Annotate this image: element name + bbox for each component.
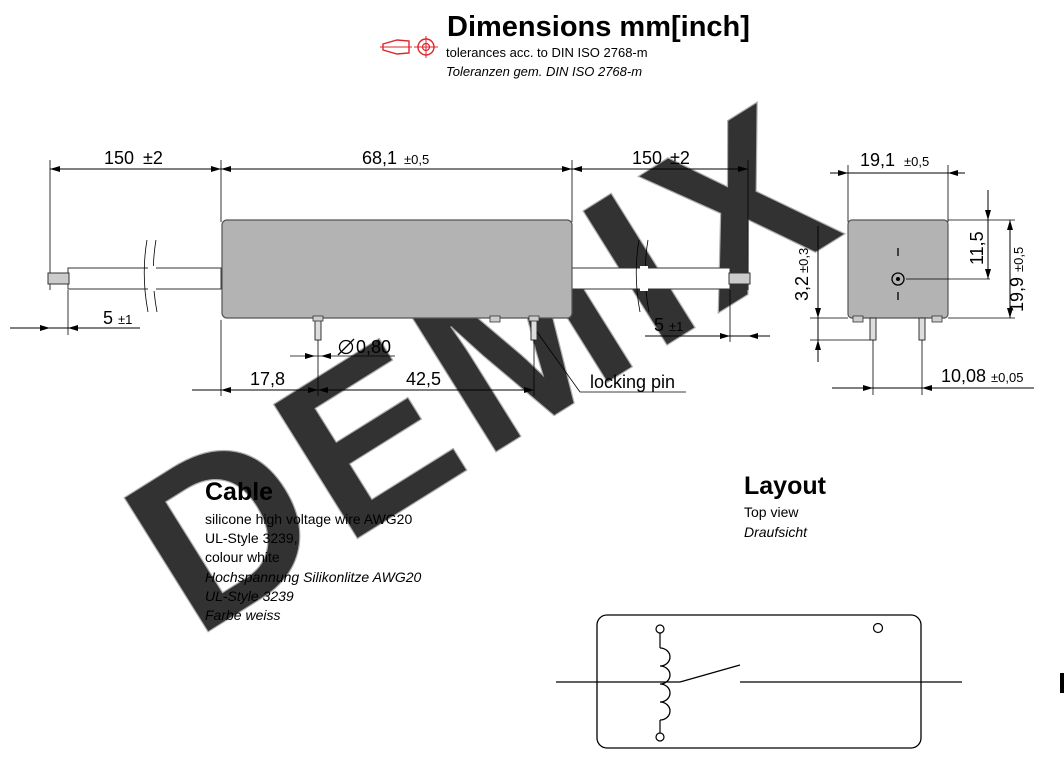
lead-right-value: 150 <box>632 148 662 168</box>
layout-sub-en: Top view <box>744 504 799 520</box>
watermark: DEMIX <box>84 51 882 683</box>
cable-line-de: Farbe weiss <box>205 607 280 623</box>
tolerance-note-en: tolerances acc. to DIN ISO 2768-m <box>446 45 648 60</box>
strip-right-value: 5 <box>654 315 664 335</box>
cable-section: Cable silicone high voltage wire AWG20 U… <box>205 478 422 623</box>
cable-line-de: UL-Style 3239 <box>205 588 294 604</box>
strip-right-tol: ±1 <box>669 319 683 334</box>
lead-right-tol: ±2 <box>670 148 690 168</box>
locking-pin-label: locking pin <box>590 372 675 392</box>
cable-line-en: silicone high voltage wire AWG20 <box>205 511 412 527</box>
right-wire-insulation <box>571 267 731 290</box>
side-height-tol: ±0,5 <box>1011 247 1026 272</box>
side-width-value: 19,1 <box>860 150 895 170</box>
left-wire-tip <box>47 272 70 285</box>
pin-offset-value: 17,8 <box>250 369 285 389</box>
right-wire-tip <box>728 272 751 285</box>
relay-side-body <box>847 219 949 319</box>
pin1-marker-icon <box>872 622 884 634</box>
front-view: 150 ±2 68,1 ±0,5 150 ±2 5 ±1 <box>10 148 770 396</box>
pin-pitch-tol: ±0,05 <box>991 370 1023 385</box>
cable-line-en: UL-Style 3239, <box>205 530 298 546</box>
diameter-icon <box>337 338 355 356</box>
edge-fragment <box>1060 673 1064 693</box>
side-view: 19,1 ±0,5 11,5 19,9 ±0,5 3,2 ±0,3 <box>792 150 1034 395</box>
lead-left-value: 150 <box>104 148 134 168</box>
strip-left-value: 5 <box>103 308 113 328</box>
pin-spacing-value: 42,5 <box>406 369 441 389</box>
body-length-tol: ±0,5 <box>404 152 429 167</box>
side-width-tol: ±0,5 <box>904 154 929 169</box>
lead-left-tol: ±2 <box>143 148 163 168</box>
body-length-value: 68,1 <box>362 148 397 168</box>
relay-body <box>221 219 573 319</box>
pin-length-value: 3,2 <box>792 276 812 301</box>
locking-pin <box>489 315 501 323</box>
watermark-text: DEMIX <box>85 51 881 681</box>
mounting-hole-icon <box>891 272 905 286</box>
layout-heading: Layout <box>744 472 827 500</box>
tolerance-note-de: Toleranzen gem. DIN ISO 2768-m <box>446 64 642 79</box>
switch-contact-icon <box>679 664 741 683</box>
side-height-value: 19,9 <box>1007 277 1027 312</box>
coil-icon <box>659 647 671 721</box>
pin-to-top-value: 11,5 <box>967 231 987 265</box>
pin-pitch-value: 10,08 <box>941 366 986 386</box>
strip-left-tol: ±1 <box>118 312 132 327</box>
cable-line-en: colour white <box>205 549 280 565</box>
cable-line-de: Hochspannung Silikonlitze AWG20 <box>205 569 422 585</box>
tolerance-symbol-icon <box>380 36 438 58</box>
relay-schematic <box>556 614 962 749</box>
pin-diameter-value: 0,80 <box>356 337 391 357</box>
pin-length-tol: ±0,3 <box>796 248 811 273</box>
layout-section: Layout Top view Draufsicht <box>556 472 962 749</box>
cable-heading: Cable <box>205 478 273 506</box>
layout-sub-de: Draufsicht <box>744 524 808 540</box>
page-title: Dimensions mm[inch] <box>447 11 750 43</box>
